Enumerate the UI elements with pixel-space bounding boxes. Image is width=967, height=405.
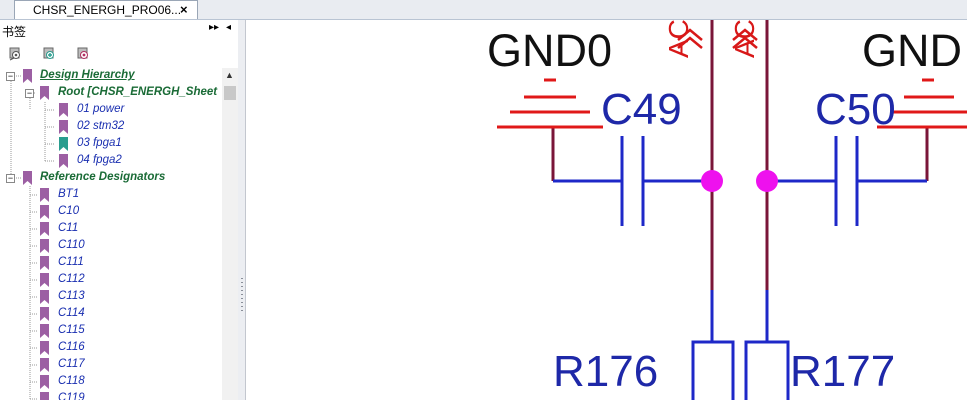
bookmark-icon <box>40 256 49 270</box>
tree-item-label: C11 <box>58 222 79 234</box>
tree-item-label: 01 power <box>77 103 125 115</box>
tree-item-label: C117 <box>58 358 85 370</box>
ground-symbols <box>497 78 967 129</box>
tree-item-designator[interactable]: C11 <box>0 221 220 238</box>
document-tab[interactable]: CHSR_ENERGH_PRO06... × <box>14 0 198 19</box>
tree-item-label: 03 fpga1 <box>77 137 122 149</box>
tree-item-label: C115 <box>58 324 85 336</box>
schematic-canvas[interactable]: AC AC GND0 GND C49 C50 R176 R177 <box>246 20 967 400</box>
collapse-icon[interactable]: − <box>6 173 15 183</box>
tree-item-label: C110 <box>58 239 85 251</box>
panel-header: 书签 ▸▸ ◂ <box>0 20 238 40</box>
bookmark-icon <box>40 86 49 100</box>
tree-item-designator[interactable]: C110 <box>0 238 220 255</box>
bookmark-icon <box>40 307 49 321</box>
resistor-label-r176[interactable]: R176 <box>553 347 658 396</box>
bookmark-icon <box>59 103 68 117</box>
tree-item-label: C118 <box>58 375 85 387</box>
tree-item-reference-designators[interactable]: − Reference Designators <box>0 170 220 187</box>
ground-label-right: GND <box>862 25 962 76</box>
tree-item-label: C114 <box>58 307 85 319</box>
tree-item-label: C112 <box>58 273 85 285</box>
tree-scrollbar[interactable]: ▲ <box>222 68 238 400</box>
bookmark-icon <box>40 205 49 219</box>
tree-item-label: Design Hierarchy <box>40 69 135 81</box>
tree-item-sheet[interactable]: 01 power <box>0 102 220 119</box>
tree-item-designator[interactable]: C111 <box>0 255 220 272</box>
bookmark-icon <box>40 341 49 355</box>
component-wires <box>553 136 927 400</box>
tree-item-root[interactable]: − Root [CHSR_ENERGH_Sheet <box>0 85 222 102</box>
scroll-up-icon[interactable]: ▲ <box>225 70 234 80</box>
bookmark-settings-icon[interactable] <box>8 46 24 62</box>
add-bookmark-icon[interactable] <box>42 46 58 62</box>
bookmark-icon <box>40 324 49 338</box>
bookmarks-panel: 书签 ▸▸ ◂ <box>0 20 238 400</box>
tree-item-designator[interactable]: BT1 <box>0 187 220 204</box>
net-arrow-right <box>732 28 758 49</box>
tree-item-designator[interactable]: C10 <box>0 204 220 221</box>
bookmark-icon <box>40 392 49 400</box>
document-tab-bar: CHSR_ENERGH_PRO06... × <box>0 0 967 20</box>
scroll-thumb[interactable] <box>224 86 236 100</box>
tree-lines <box>10 75 55 400</box>
bookmark-icon <box>59 120 68 134</box>
collapse-icon[interactable]: − <box>25 88 34 98</box>
net-wires <box>551 20 929 290</box>
bookmark-icon <box>40 375 49 389</box>
panel-menu-icon[interactable]: ◂ <box>226 22 232 33</box>
tree-item-label: Reference Designators <box>40 171 166 183</box>
tree-item-sheet[interactable]: 03 fpga1 <box>0 136 220 153</box>
tree-item-sheet[interactable]: 04 fpga2 <box>0 153 220 170</box>
bookmark-icon <box>40 239 49 253</box>
tree-item-designator[interactable]: C118 <box>0 374 220 391</box>
bookmark-icon <box>40 273 49 287</box>
bookmark-icon <box>23 171 32 185</box>
junction-dot[interactable] <box>756 170 778 192</box>
tree-item-label: C113 <box>58 290 85 302</box>
close-tab-icon[interactable]: × <box>180 2 188 17</box>
document-tab-title: CHSR_ENERGH_PRO06... <box>33 3 182 17</box>
bookmark-icon <box>40 188 49 202</box>
tree-item-label: 04 fpga2 <box>77 154 122 166</box>
net-arrow-left <box>677 28 703 49</box>
bookmark-icon <box>59 154 68 168</box>
bookmark-icon <box>23 69 32 83</box>
bookmark-icon <box>40 290 49 304</box>
tree-item-designator[interactable]: C116 <box>0 340 220 357</box>
tree-item-label: C116 <box>58 341 85 353</box>
capacitor-label-c49[interactable]: C49 <box>601 85 682 134</box>
tree-item-label: C119 <box>58 392 85 400</box>
find-bookmark-icon[interactable] <box>76 46 92 62</box>
resistor-label-r177[interactable]: R177 <box>790 347 895 396</box>
panel-title: 书签 <box>2 25 27 39</box>
pin-panel-icon[interactable]: ▸▸ <box>209 22 220 33</box>
splitter-grip <box>241 278 243 311</box>
bookmark-icon <box>40 222 49 236</box>
tree-item-sheet[interactable]: 02 stm32 <box>0 119 220 136</box>
tree-item-design-hierarchy[interactable]: − Design Hierarchy <box>0 68 220 85</box>
tree-item-label: C10 <box>58 205 80 217</box>
bookmark-toolbar <box>0 40 238 68</box>
tree-item-designator[interactable]: C114 <box>0 306 220 323</box>
ground-label-left: GND0 <box>487 25 612 76</box>
bookmark-icon <box>59 137 68 151</box>
tree-item-designator[interactable]: C115 <box>0 323 220 340</box>
bookmark-icon <box>40 358 49 372</box>
tree-item-designator[interactable]: C112 <box>0 272 220 289</box>
tree-item-label: C111 <box>58 256 84 268</box>
collapse-icon[interactable]: − <box>6 71 15 81</box>
tree-item-label: Root [CHSR_ENERGH_Sheet <box>58 86 218 98</box>
tree-item-designator[interactable]: C117 <box>0 357 220 374</box>
capacitor-label-c50[interactable]: C50 <box>815 85 896 134</box>
tree-item-label: 02 stm32 <box>77 120 125 132</box>
schematic-drawing: AC AC GND0 GND C49 C50 R176 R177 <box>487 20 967 400</box>
panel-splitter[interactable] <box>238 20 246 400</box>
tree-item-designator[interactable]: C119 <box>0 391 220 400</box>
tree-item-designator[interactable]: C113 <box>0 289 220 306</box>
tree-item-label: BT1 <box>58 188 80 200</box>
junction-dot[interactable] <box>701 170 723 192</box>
bookmark-tree: − Design Hierarchy − Root [CHSR_ENERGH_S… <box>0 68 222 400</box>
